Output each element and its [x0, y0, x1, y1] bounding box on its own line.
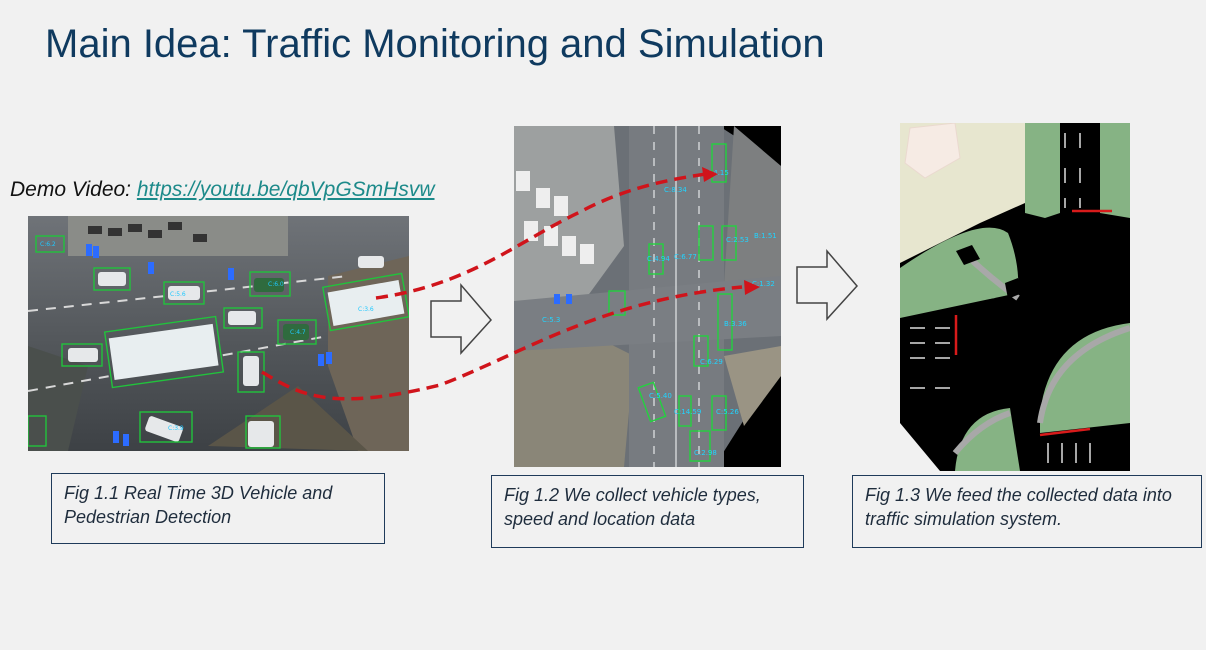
slide-title: Main Idea: Traffic Monitoring and Simula…	[45, 22, 825, 66]
demo-video-label: Demo Video:	[10, 178, 137, 201]
detection-label: C:5.3	[542, 316, 560, 324]
figure-1-caption: Fig 1.1 Real Time 3D Vehicle and Pedestr…	[51, 473, 385, 544]
svg-text:C:3.9: C:3.9	[168, 425, 184, 432]
right-arrow-icon	[430, 282, 493, 355]
simulation-render	[900, 123, 1130, 471]
detection-label: C:1.32	[752, 280, 775, 288]
detection-label: B:1.51	[754, 232, 777, 240]
detection-label: C:4.94	[647, 255, 670, 263]
detection-label: C:5.26	[716, 408, 739, 416]
right-arrow-icon	[796, 248, 859, 321]
svg-text:C:4.7: C:4.7	[290, 329, 306, 336]
detection-label: C:6.29	[700, 358, 723, 366]
detection-label: C:2.98	[694, 449, 717, 457]
svg-text:C:6.0: C:6.0	[268, 281, 284, 288]
detection-label: C:8.34	[664, 186, 687, 194]
detection-label: C:6.77	[674, 253, 697, 261]
topdown-intersection-photo: C:4.15 C:2.53 B:1.51 C:6.77 C:4.94 C:1.3…	[514, 126, 781, 467]
demo-video-line: Demo Video: https://youtu.be/qbVpGSmHsvw	[10, 178, 435, 202]
figure-2-caption: Fig 1.2 We collect vehicle types, speed …	[491, 475, 804, 548]
detection-label: B:3.36	[724, 320, 747, 328]
detection-label: C:4.15	[706, 169, 729, 177]
figure-3-caption: Fig 1.3 We feed the collected data into …	[852, 475, 1202, 548]
svg-text:C:6.2: C:6.2	[40, 241, 56, 248]
detection-label: C:14.59	[674, 408, 701, 416]
svg-text:C:3.6: C:3.6	[358, 306, 374, 313]
detection-label: C:2.53	[726, 236, 749, 244]
demo-video-link[interactable]: https://youtu.be/qbVpGSmHsvw	[136, 178, 435, 201]
detection-label: C:5.40	[649, 392, 672, 400]
svg-text:C:5.6: C:5.6	[170, 291, 186, 298]
